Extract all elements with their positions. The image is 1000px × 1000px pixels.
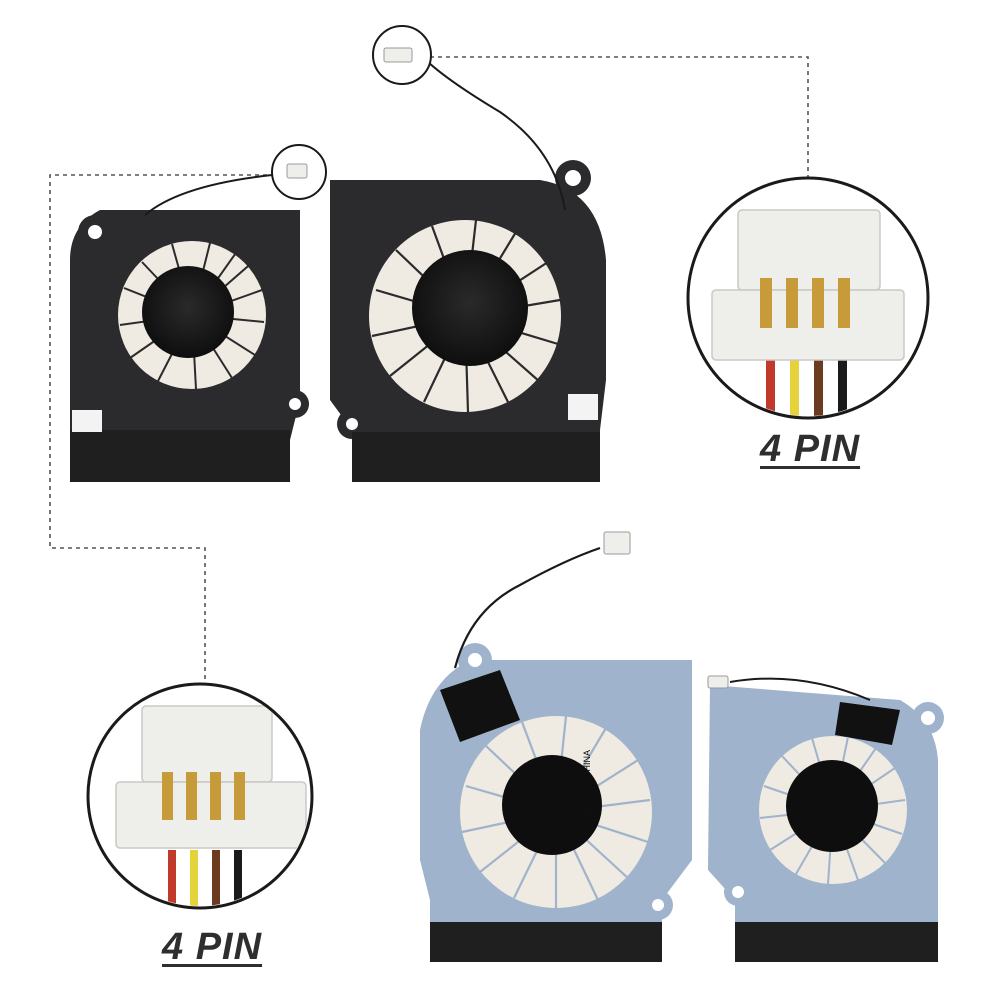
connector-callout-small-left [271,144,327,200]
pin-label-right: 4 PIN [760,428,861,470]
pin-label-left: 4 PIN [162,926,263,968]
connector-zoom-left [86,682,314,910]
connector-zoom-right [686,176,930,420]
dashed-callout-lines [49,56,809,688]
connector-callout-small-right [372,25,432,85]
fan-top-right [330,61,606,482]
fan-bottom-left: MADE IN CHINA [420,531,692,962]
fan-bottom-right [707,675,944,962]
made-in-label: MADE IN CHINA [582,750,592,818]
fan-top-left [70,174,309,482]
connector-icon [115,705,307,849]
connector-icon [711,209,905,361]
